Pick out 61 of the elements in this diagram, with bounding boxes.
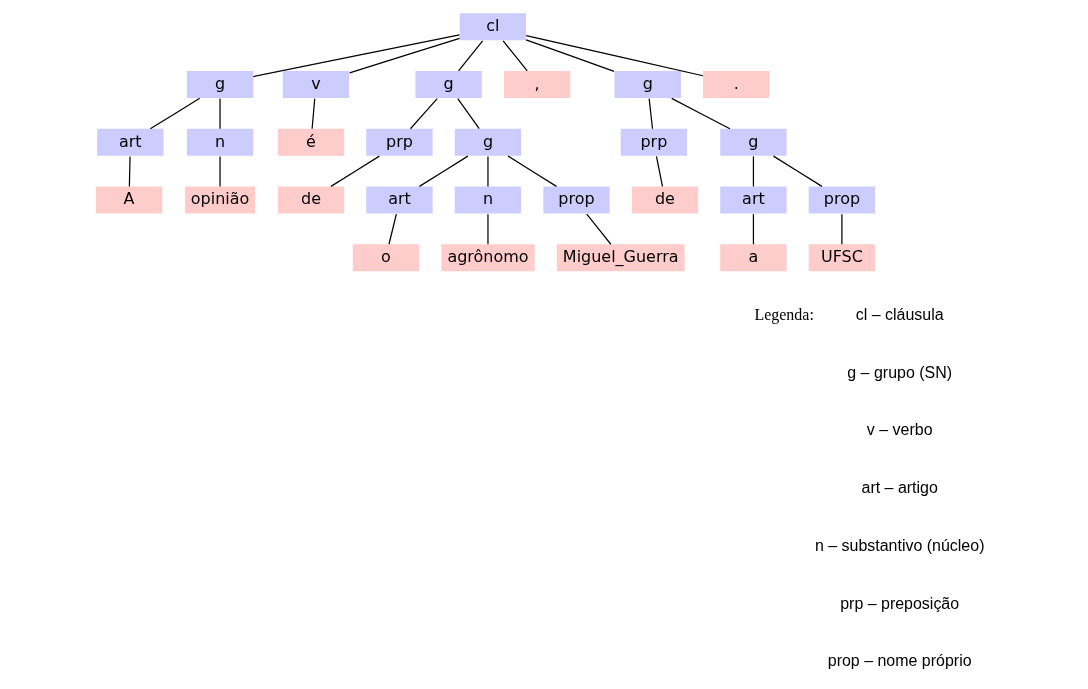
node-box: g [414,71,482,99]
node-box: g [454,128,521,156]
node-box: n [454,186,521,214]
label: cl – cláusula [855,305,944,323]
node-box: agrônomo [440,244,535,272]
label: g – grupo (SN) [846,363,952,381]
node-box: opinião [184,186,255,214]
connector [525,39,615,72]
node-box: , [503,71,570,99]
label: art – artigo [861,479,938,497]
node-box: de [277,186,344,214]
connector [387,213,397,245]
connector [218,98,221,130]
connector [149,97,200,130]
label: prp – preposição [839,594,959,612]
node-box: de [631,186,698,214]
label: Legenda: [753,305,814,323]
connector [457,40,483,72]
connector [840,213,843,245]
connector [752,213,754,245]
label: v – verbo [866,421,933,439]
connector [329,155,380,187]
node-box: UFSC [808,244,875,272]
node-box: g [186,71,253,99]
node-box: A [95,186,162,214]
node-box: a [719,244,787,272]
connector [525,35,704,77]
node-box: prop [808,186,875,214]
connector [456,98,480,130]
node-box: art [96,128,163,156]
connector [348,37,460,74]
node-box: g [614,71,681,99]
connector [655,155,663,188]
connector [311,98,315,130]
node-box: Miguel_Guerra [556,244,685,272]
node-box: art [719,186,787,214]
node-box: prop [542,186,610,214]
node-box: o [352,244,419,272]
connector [502,40,528,72]
node-box: cl [459,13,526,41]
connector [670,97,731,130]
node-box: . [702,71,769,99]
connector [418,155,468,187]
connector [218,155,221,188]
connector [252,34,460,78]
node-box: é [277,128,344,156]
connector [772,155,823,187]
node-box: g [719,128,787,156]
connector [585,213,611,245]
node-box: art [365,186,433,214]
node-box: prp [620,128,687,156]
node-box: v [282,71,349,99]
label: n – substantivo (núcleo) [814,536,984,554]
connector [752,155,754,188]
connector [409,98,438,130]
node-box: prp [365,128,433,156]
label: prop – nome próprio [827,652,972,670]
connector [648,98,653,130]
connector [128,155,131,188]
connector [506,155,557,187]
node-box: n [186,128,253,156]
